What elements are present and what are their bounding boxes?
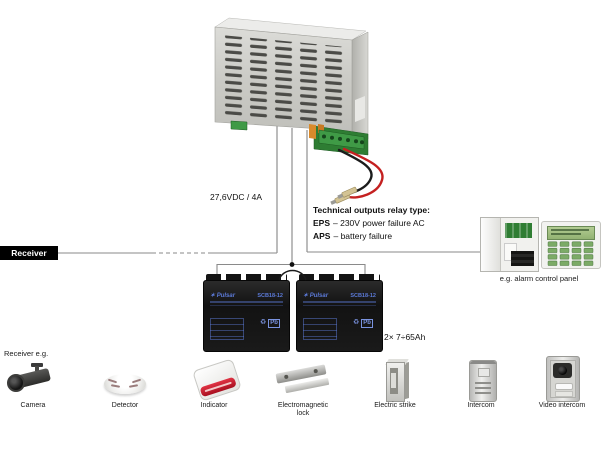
video-intercom-camera [553,363,572,378]
intercom-grille [475,382,491,394]
junction-dot [289,262,295,267]
video-intercom-icon [546,356,580,402]
cabinet-battery [511,251,534,266]
device-label: Intercom [467,402,495,409]
battery-label: ✶ Pulsar SCB18-12 ♻ Pb [303,292,376,347]
battery-right: ✶ Pulsar SCB18-12 ♻ Pb [296,274,383,352]
strike-slot [390,368,398,394]
intercom-icon [469,360,497,402]
battery-brand: ✶ Pulsar [303,293,329,299]
video-intercom-button [555,383,573,390]
battery-terminals [299,274,380,282]
battery-label: ✶ Pulsar SCB18-12 ♻ Pb [210,292,283,347]
technical-outputs-title: Technical outputs relay type: [313,205,430,215]
video-intercom-nameplate [555,391,573,397]
pb-symbol: Pb [268,319,280,328]
device-video-intercom: Video intercom [530,354,594,414]
battery-terminals [206,274,287,282]
psu-orange-component [309,124,316,139]
battery-brand: ✶ Pulsar [210,293,236,299]
alarm-keypad-image [541,221,601,269]
device-electric-strike: Electric strike [366,358,424,414]
receiver-label: Receiver [11,248,47,258]
device-label: Electric strike [374,402,416,409]
battery-pb-marks: ♻ Pb [257,318,283,328]
electric-strike-icon [386,362,405,402]
spade-connector2 [337,186,358,199]
battery-link-arc [278,269,307,281]
video-intercom-lens [558,366,567,375]
alarm-cabinet-image [480,217,539,272]
eps-term: EPS [313,218,331,228]
camera-icon [31,363,43,367]
cabinet-pcb [505,223,532,238]
device-label: Indicator [200,402,228,409]
devices-heading: Receiver e.g. [4,349,49,358]
battery-spec-table [210,318,244,340]
device-label: Video intercom [538,402,586,409]
eps-desc: – 230V power failure AC [333,218,425,228]
eps-line: EPS– 230V power failure AC [313,217,430,230]
pb-symbol: Pb [361,319,373,328]
battery-body: ✶ Pulsar SCB18-12 ♻ Pb [203,280,290,352]
cabinet-door [481,218,501,271]
keypad-lcd [547,226,595,240]
psu-side-sticker [355,96,365,122]
psu-vent-grid [221,35,346,125]
device-label: Detector [111,402,139,409]
power-supply-image [214,17,384,205]
device-label: Electromagnetic lock [277,402,329,417]
lcd-text-line [551,229,589,231]
psu-left-connector [230,120,248,131]
battery-capacity-label: 2× 7÷65Ah [384,332,426,342]
battery-body: ✶ Pulsar SCB18-12 ♻ Pb [296,280,383,352]
intercom-button [478,368,490,377]
camera-icon [35,366,39,371]
video-intercom-panel [550,360,576,398]
alarm-panel-caption: e.g. alarm control panel [499,274,579,283]
aps-line: APS– battery failure [313,230,430,243]
battery-print-rule [210,301,283,303]
battery-print-rule [303,305,376,306]
strike-latch [391,373,396,388]
recycle-icon: ♻ [260,319,267,326]
battery-spec-table [303,318,337,340]
device-detector: Detector [98,362,152,418]
red-wire [342,147,384,199]
battery-model: SCB18-12 [350,293,376,299]
device-camera: Camera [4,362,62,418]
pulsar-star-icon: ✶ [303,293,309,299]
keypad-buttons [547,241,595,266]
battery-print-rule [210,305,283,306]
device-intercom: Intercom [452,358,510,414]
technical-outputs-block: Technical outputs relay type: EPS– 230V … [313,204,430,243]
psu-output-label: 27,6VDC / 4A [210,192,262,202]
intercom-top [470,361,496,364]
device-indicator: Indicator [186,358,242,414]
receiver-tag: Receiver [0,246,58,260]
aps-desc: – battery failure [333,231,393,241]
lcd-text-line [551,233,581,235]
aps-term: APS [313,231,331,241]
battery-print-rule [303,301,376,303]
battery-model: SCB18-12 [257,293,283,299]
battery-left: ✶ Pulsar SCB18-12 ♻ Pb [203,274,290,352]
battery-pb-marks: ♻ Pb [350,318,376,328]
camera-lens-icon [7,374,25,392]
device-em-lock: Electromagnetic lock [272,362,334,422]
recycle-icon: ♻ [353,319,360,326]
device-label: Camera [20,402,46,409]
pulsar-star-icon: ✶ [210,293,216,299]
